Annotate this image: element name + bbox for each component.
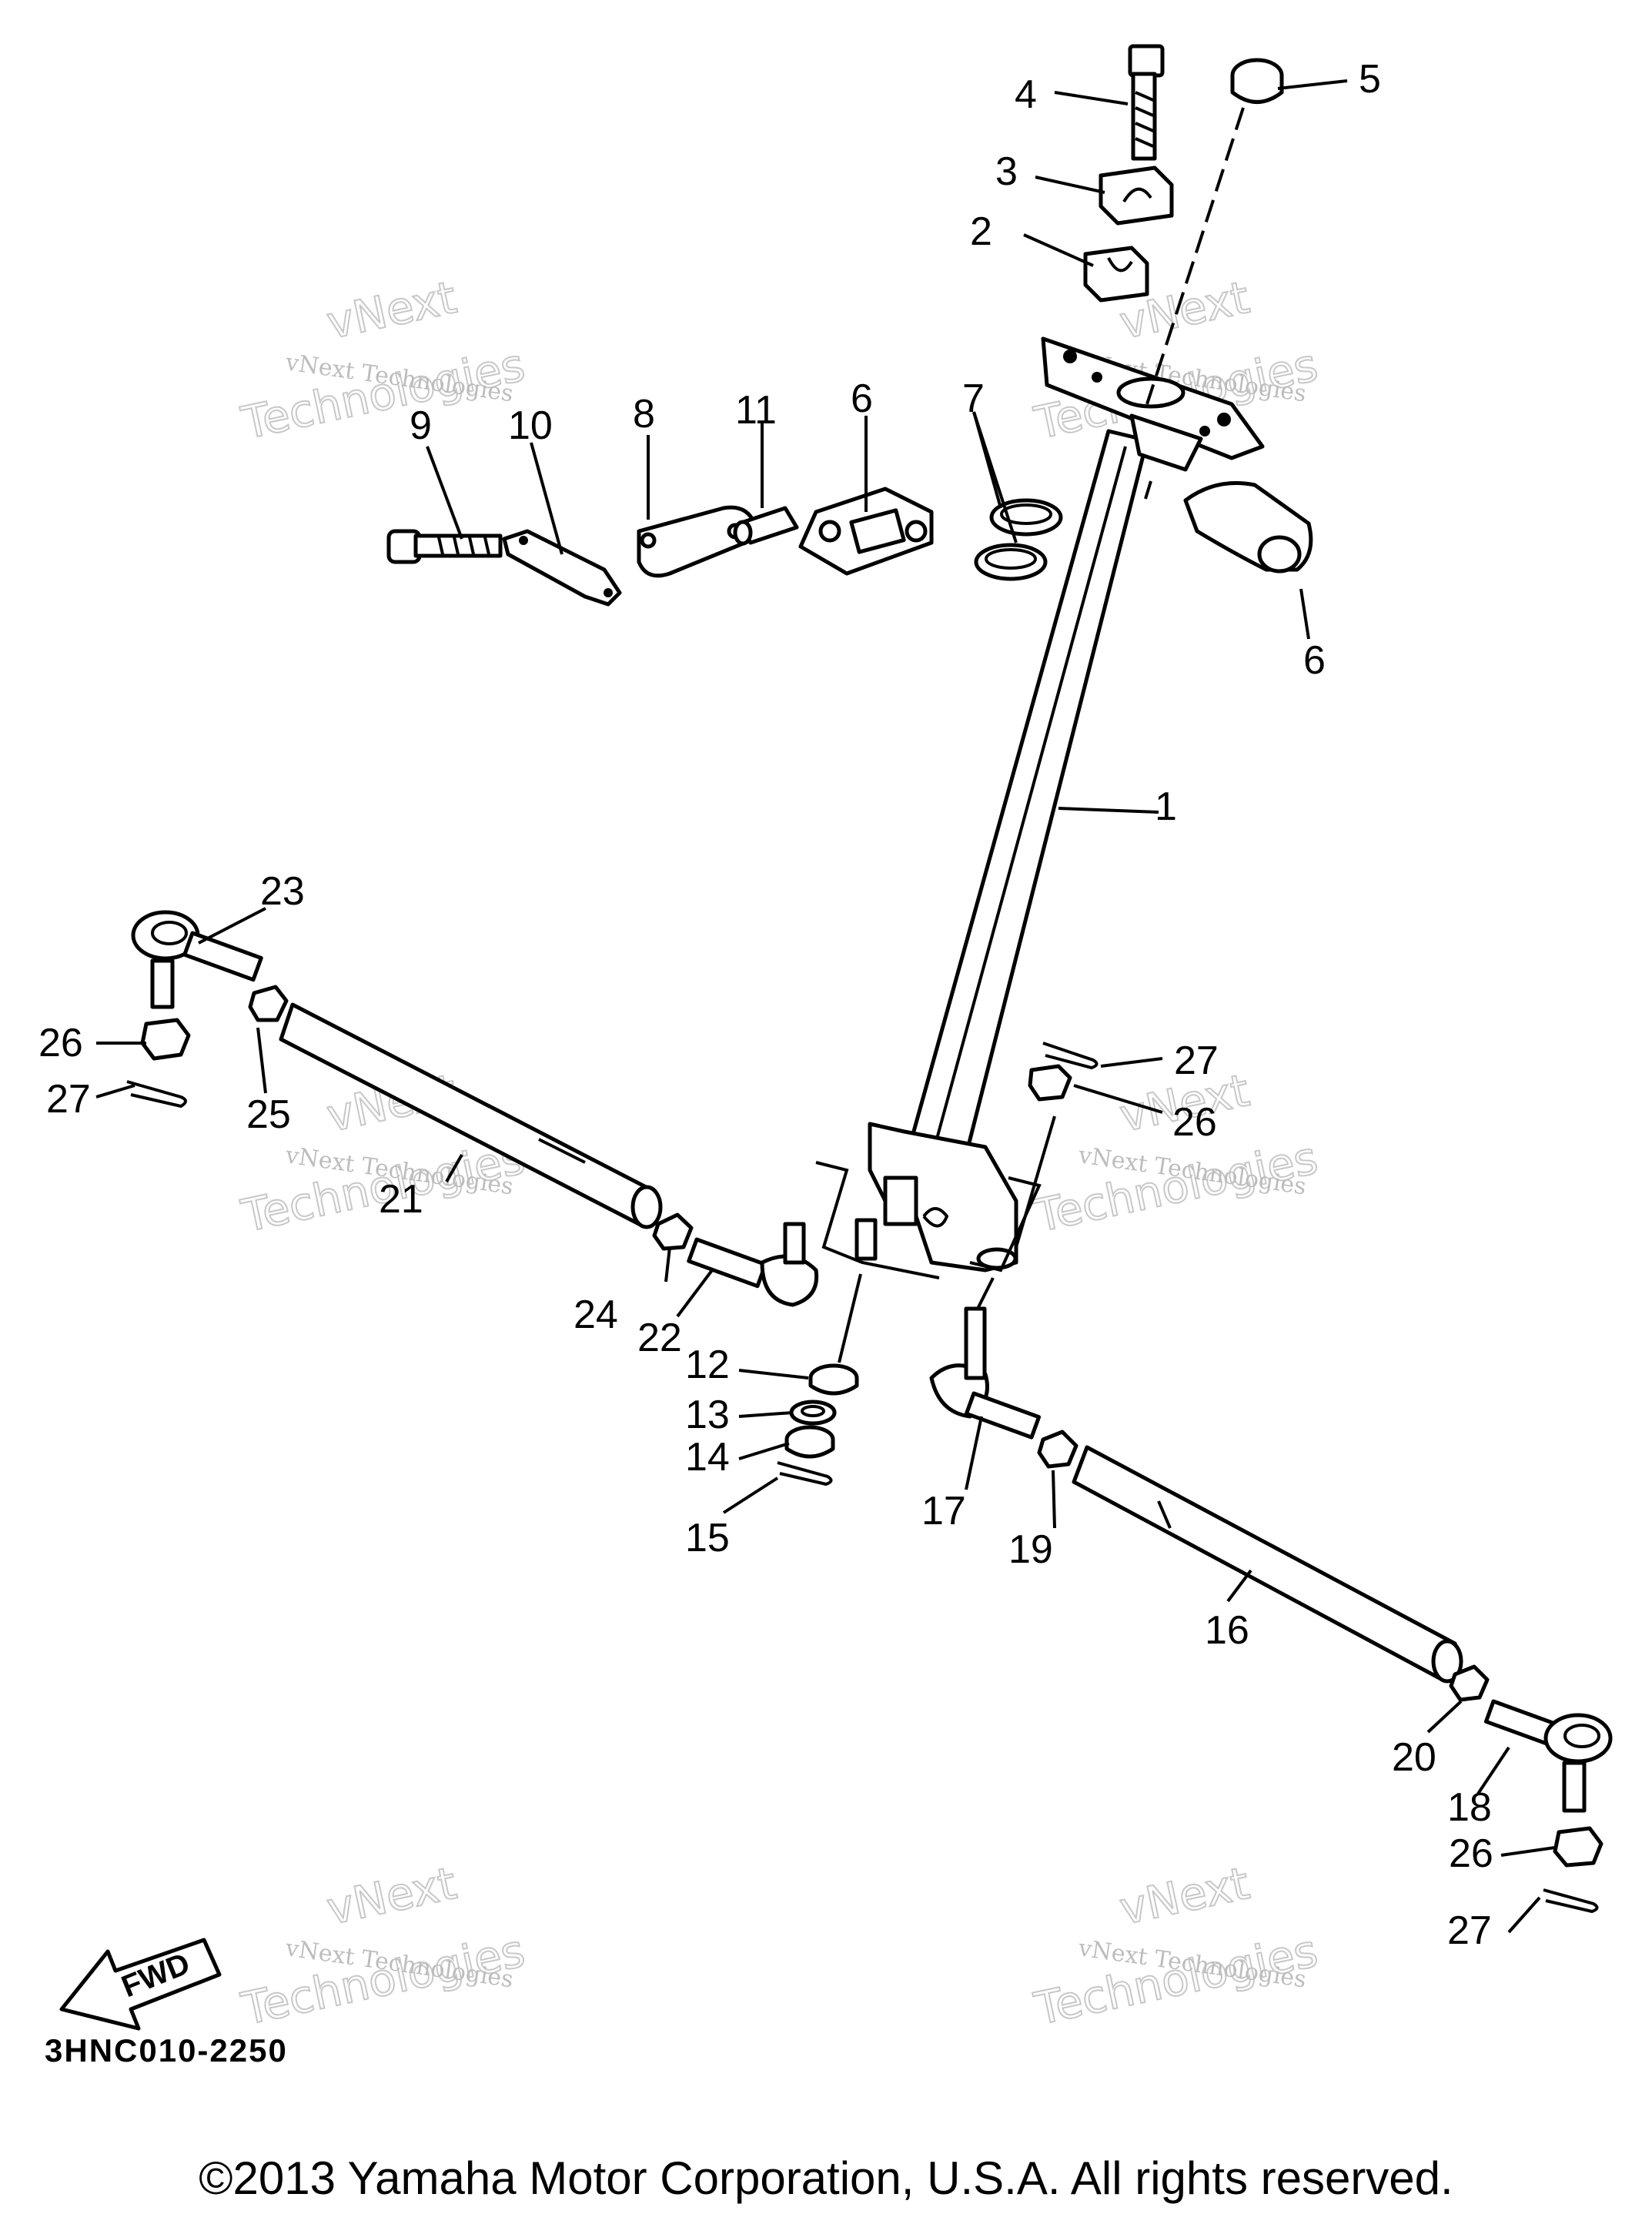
part-nut-left-inner (248, 985, 289, 1022)
part-bushing-nut (808, 1363, 859, 1396)
part-holder-bolt (1128, 44, 1165, 161)
part-stud-lower (854, 1218, 878, 1261)
part-castle-nut-right-upper (1028, 1064, 1072, 1102)
callout-26c: 26 (1449, 1831, 1493, 1876)
part-cotter-pin-right-lower (1543, 1888, 1599, 1914)
watermark-mid-right: vNext Technologies vNext Technologies (1029, 1063, 1323, 1243)
diagram-code: 3HNC010-2250 (45, 2032, 288, 2068)
svg-text:vNext: vNext (323, 271, 461, 349)
callout-2: 2 (970, 209, 992, 254)
callout-8: 8 (633, 392, 655, 436)
part-rod-end-left (131, 910, 263, 1009)
part-cotter-pin-left (126, 1080, 187, 1109)
callout-27a: 27 (46, 1077, 91, 1122)
steering-parts-diagram: vNext Technologies vNext Technologies vN… (38, 44, 1613, 2036)
part-rod-end-right (1483, 1699, 1613, 1813)
callout-5: 5 (1359, 57, 1381, 102)
part-locknut (784, 1425, 835, 1459)
callout-17: 17 (921, 1489, 966, 1533)
part-lock-washer (502, 529, 622, 607)
callout-18: 18 (1447, 1785, 1492, 1830)
part-castle-nut-right-lower (1553, 1826, 1604, 1868)
watermark-bottom-right: vNext Technologies vNext Technologies (1029, 1856, 1323, 2036)
part-column-collar-left (798, 487, 934, 576)
part-steering-column (901, 429, 1152, 1181)
part-bushing-upper (989, 498, 1063, 537)
callout-26a: 26 (38, 1021, 83, 1065)
part-tie-rod-left (279, 1002, 663, 1229)
svg-text:vNext: vNext (323, 1857, 461, 1935)
callout-11: 11 (735, 388, 777, 433)
part-tie-rod-right (1072, 1445, 1463, 1684)
callout-23: 23 (260, 869, 305, 914)
callout-9: 9 (410, 403, 432, 448)
callouts: 1 2 3 4 5 6 6 7 8 9 10 11 12 13 14 15 16… (38, 57, 1493, 1953)
callout-26b: 26 (1172, 1100, 1217, 1145)
part-handlebar-holder-lower (1083, 246, 1149, 303)
part-handlebar-holder-upper (1099, 166, 1174, 226)
part-spacer-collar (733, 506, 799, 546)
watermark-bottom-left: vNext Technologies vNext Technologies (236, 1856, 530, 2036)
part-cotter-pin-center (777, 1461, 833, 1487)
part-pitman-arm (868, 1122, 1018, 1273)
copyright-notice: ©2013 Yamaha Motor Corporation, U.S.A. A… (199, 2152, 1453, 2204)
part-bushing-lower (974, 543, 1048, 581)
callout-24: 24 (574, 1293, 618, 1337)
callout-16: 16 (1205, 1608, 1249, 1653)
part-rod-end-center-right (929, 1306, 1042, 1440)
callout-3: 3 (995, 149, 1018, 194)
part-cotter-pin-right-upper (1042, 1042, 1099, 1070)
part-castle-nut-left (140, 1018, 191, 1061)
callout-27c: 27 (1447, 1908, 1492, 1953)
part-nut-center-left (652, 1212, 694, 1251)
watermark-top-left: vNext Technologies vNext Technologies (236, 270, 530, 450)
assembly-guides (815, 1115, 1056, 1363)
callout-4: 4 (1015, 72, 1037, 117)
callout-15: 15 (685, 1516, 730, 1560)
callout-7: 7 (962, 376, 985, 421)
callout-10: 10 (508, 403, 553, 448)
callout-13: 13 (685, 1393, 730, 1437)
callout-20: 20 (1392, 1735, 1436, 1780)
part-nut-right-inner (1449, 1664, 1490, 1702)
part-bolt-horizontal (386, 529, 503, 564)
part-washer (789, 1400, 837, 1426)
leader-lines (95, 79, 1556, 1934)
callout-25: 25 (246, 1092, 291, 1137)
svg-text:vNext: vNext (1115, 1857, 1254, 1935)
callout-21: 21 (379, 1177, 423, 1222)
fwd-arrow-icon: FWD (59, 1938, 222, 2031)
part-rod-end-center-left (687, 1222, 819, 1307)
callout-22: 22 (637, 1316, 682, 1360)
callout-1: 1 (1155, 784, 1177, 829)
part-column-collar-right (1183, 481, 1313, 574)
part-nut-center-right (1037, 1430, 1078, 1469)
part-cap (1230, 58, 1284, 104)
callout-19: 19 (1008, 1527, 1053, 1572)
callout-6b: 6 (1303, 638, 1326, 683)
callout-6a: 6 (851, 376, 873, 421)
callout-12: 12 (685, 1343, 730, 1387)
callout-14: 14 (685, 1435, 730, 1480)
callout-27b: 27 (1174, 1038, 1219, 1083)
